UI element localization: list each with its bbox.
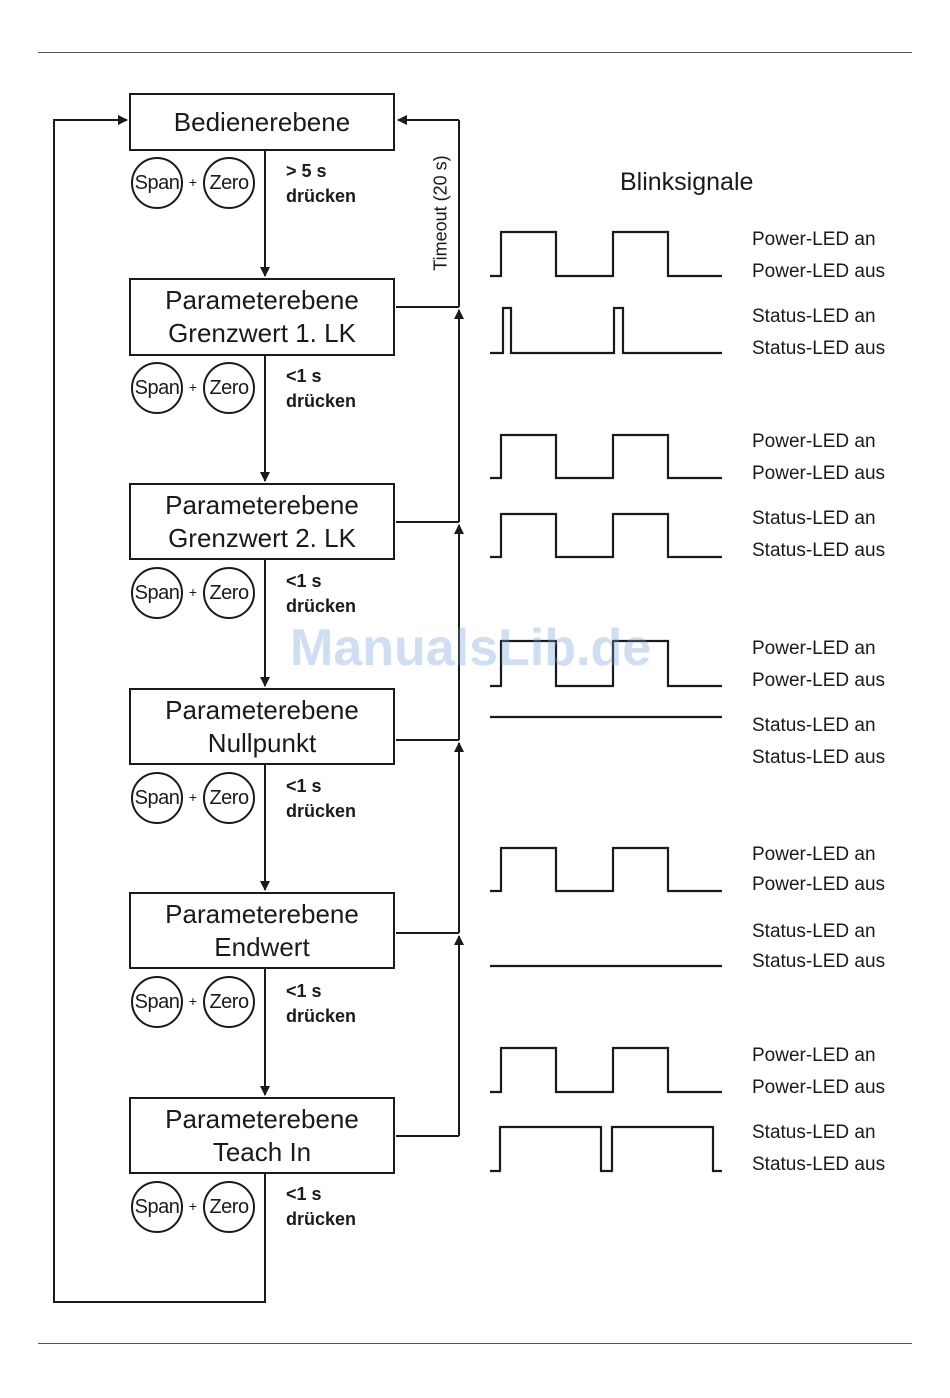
span-button-icon: Span xyxy=(131,157,183,209)
span-button-icon: Span xyxy=(131,976,183,1028)
status-led-waveform xyxy=(490,1125,722,1173)
hold-action: drücken xyxy=(286,1209,357,1229)
hold-duration: <1 s drücken xyxy=(286,569,356,619)
hold-duration: <1 s drücken xyxy=(286,1182,356,1232)
level-box-limit-1: Parameterebene Grenzwert 1. LK xyxy=(129,278,395,356)
watermark: ManualsLib.de xyxy=(290,619,652,677)
status-led-waveform xyxy=(490,306,722,355)
top-rule xyxy=(38,52,912,53)
power-led-waveform xyxy=(490,1046,722,1094)
span-button-icon: Span xyxy=(131,772,183,824)
status-led-on-label: Status-LED an xyxy=(752,921,876,942)
hold-action: drücken xyxy=(286,186,357,206)
loop-back-line xyxy=(53,115,266,1303)
level-box-zero-point: Parameterebene Nullpunkt xyxy=(129,688,395,765)
span-button-icon: Span xyxy=(131,567,183,619)
power-led-off-label: Power-LED aus xyxy=(752,670,886,691)
status-led-on-label: Status-LED an xyxy=(752,1122,876,1143)
hold-action: drücken xyxy=(286,801,357,821)
zero-button-icon: Zero xyxy=(203,567,255,619)
hold-time: <1 s xyxy=(286,366,322,386)
level-label: Parameterebene xyxy=(165,285,359,315)
status-led-on-label: Status-LED an xyxy=(752,715,876,736)
plus-sign: + xyxy=(188,379,198,395)
power-led-on-label: Power-LED an xyxy=(752,431,876,452)
status-led-off-label: Status-LED aus xyxy=(752,1154,886,1175)
bottom-rule xyxy=(38,1343,912,1344)
plus-sign: + xyxy=(188,1198,198,1214)
power-led-off-label: Power-LED aus xyxy=(752,874,886,895)
zero-button-icon: Zero xyxy=(203,976,255,1028)
hold-duration: <1 s drücken xyxy=(286,979,356,1029)
level-sublabel: Grenzwert 2. LK xyxy=(168,522,356,553)
hold-time: <1 s xyxy=(286,981,322,1001)
status-led-off-label: Status-LED aus xyxy=(752,747,886,768)
plus-sign: + xyxy=(188,174,198,190)
power-led-on-label: Power-LED an xyxy=(752,638,876,659)
level-label: Bedienerebene xyxy=(173,106,351,137)
level-label: Parameterebene xyxy=(165,489,359,520)
level-sublabel: Endwert xyxy=(214,931,310,962)
zero-button-icon: Zero xyxy=(203,1181,255,1233)
status-led-off-label: Status-LED aus xyxy=(752,338,886,359)
hold-time: <1 s xyxy=(286,776,322,796)
blink-signals-title: Blinksignale xyxy=(620,168,754,196)
level-box-end-value: Parameterebene Endwert xyxy=(129,892,395,969)
hold-action: drücken xyxy=(286,391,357,411)
status-led-off-label: Status-LED aus xyxy=(752,951,886,972)
power-led-on-label: Power-LED an xyxy=(752,229,876,250)
hold-action: drücken xyxy=(286,1006,357,1026)
level-sublabel: Teach In xyxy=(212,1136,312,1167)
level-box-teach-in: Parameterebene Teach In xyxy=(129,1097,395,1174)
zero-button-icon: Zero xyxy=(203,772,255,824)
level-label: Parameterebene xyxy=(165,898,359,929)
plus-sign: + xyxy=(188,789,198,805)
plus-sign: + xyxy=(188,993,198,1009)
hold-time: <1 s xyxy=(286,1184,322,1204)
level-label: Parameterebene xyxy=(165,694,359,725)
hold-time: > 5 s xyxy=(286,161,327,181)
status-led-waveform xyxy=(490,512,722,559)
hold-time: <1 s xyxy=(286,571,322,591)
power-led-waveform xyxy=(490,639,722,688)
status-led-on-label: Status-LED an xyxy=(752,508,876,529)
power-led-off-label: Power-LED aus xyxy=(752,463,886,484)
level-box-operator: Bedienerebene xyxy=(129,93,395,151)
zero-button-icon: Zero xyxy=(203,362,255,414)
blink-waveforms xyxy=(490,230,722,1173)
power-led-on-label: Power-LED an xyxy=(752,844,876,865)
plus-sign: + xyxy=(188,584,198,600)
level-box-limit-2: Parameterebene Grenzwert 2. LK xyxy=(129,483,395,560)
power-led-off-label: Power-LED aus xyxy=(752,261,886,282)
span-button-icon: Span xyxy=(131,362,183,414)
span-button-icon: Span xyxy=(131,1181,183,1233)
hold-action: drücken xyxy=(286,596,357,616)
hold-duration: <1 s drücken xyxy=(286,364,356,414)
power-led-off-label: Power-LED aus xyxy=(752,1077,886,1098)
power-led-on-label: Power-LED an xyxy=(752,1045,876,1066)
status-led-off-label: Status-LED aus xyxy=(752,540,886,561)
power-led-waveform xyxy=(490,846,722,893)
zero-button-icon: Zero xyxy=(203,157,255,209)
hold-duration: <1 s drücken xyxy=(286,774,356,824)
hold-duration: > 5 s drücken xyxy=(286,159,356,209)
level-sublabel: Grenzwert 1. LK xyxy=(168,318,356,348)
timeout-label: Timeout (20 s) xyxy=(430,155,451,271)
level-label: Parameterebene xyxy=(165,1103,359,1134)
level-sublabel: Nullpunkt xyxy=(207,727,317,758)
status-led-on-label: Status-LED an xyxy=(752,306,876,327)
power-led-waveform xyxy=(490,230,722,278)
power-led-waveform xyxy=(490,433,722,480)
